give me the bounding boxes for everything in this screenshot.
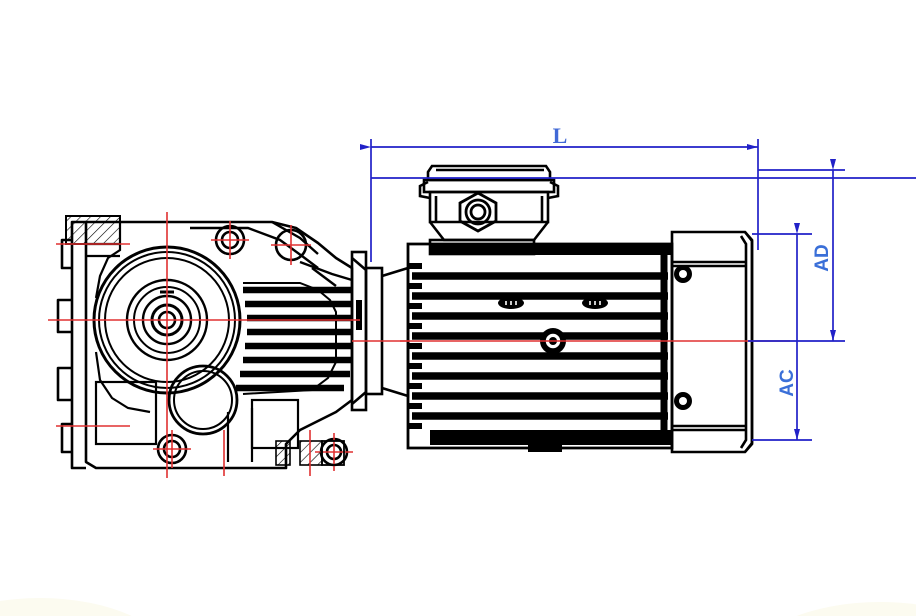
- dimension-AC: AC: [752, 223, 812, 441]
- terminal-box: [418, 164, 560, 256]
- motor-foot: [528, 445, 562, 452]
- axis-centerlines: [48, 212, 790, 478]
- gearbox-fin-edge: [242, 282, 337, 395]
- fan-cover-bolt-holes: [674, 265, 692, 410]
- fan-cover: [670, 230, 754, 454]
- bottom-section-hatch: [275, 440, 345, 466]
- motor-frame-fins: [406, 242, 674, 450]
- lower-inspection-boss: [167, 364, 239, 436]
- dimension-L: L: [360, 123, 916, 262]
- section-hatch-block: [65, 215, 121, 245]
- dimension-label-L: L: [553, 123, 568, 148]
- dimension-label-AD: AD: [812, 244, 833, 271]
- gearbox-cooling-fins: [236, 286, 352, 392]
- watermark-arcs: [0, 598, 916, 616]
- frame-fin-fixture-slots: [505, 301, 601, 305]
- motor-adapter-flange: [350, 250, 410, 412]
- dimension-label-AC: AC: [777, 369, 798, 397]
- hex-cable-gland: [458, 191, 498, 233]
- gearbox-top-lug-arm: [190, 220, 353, 287]
